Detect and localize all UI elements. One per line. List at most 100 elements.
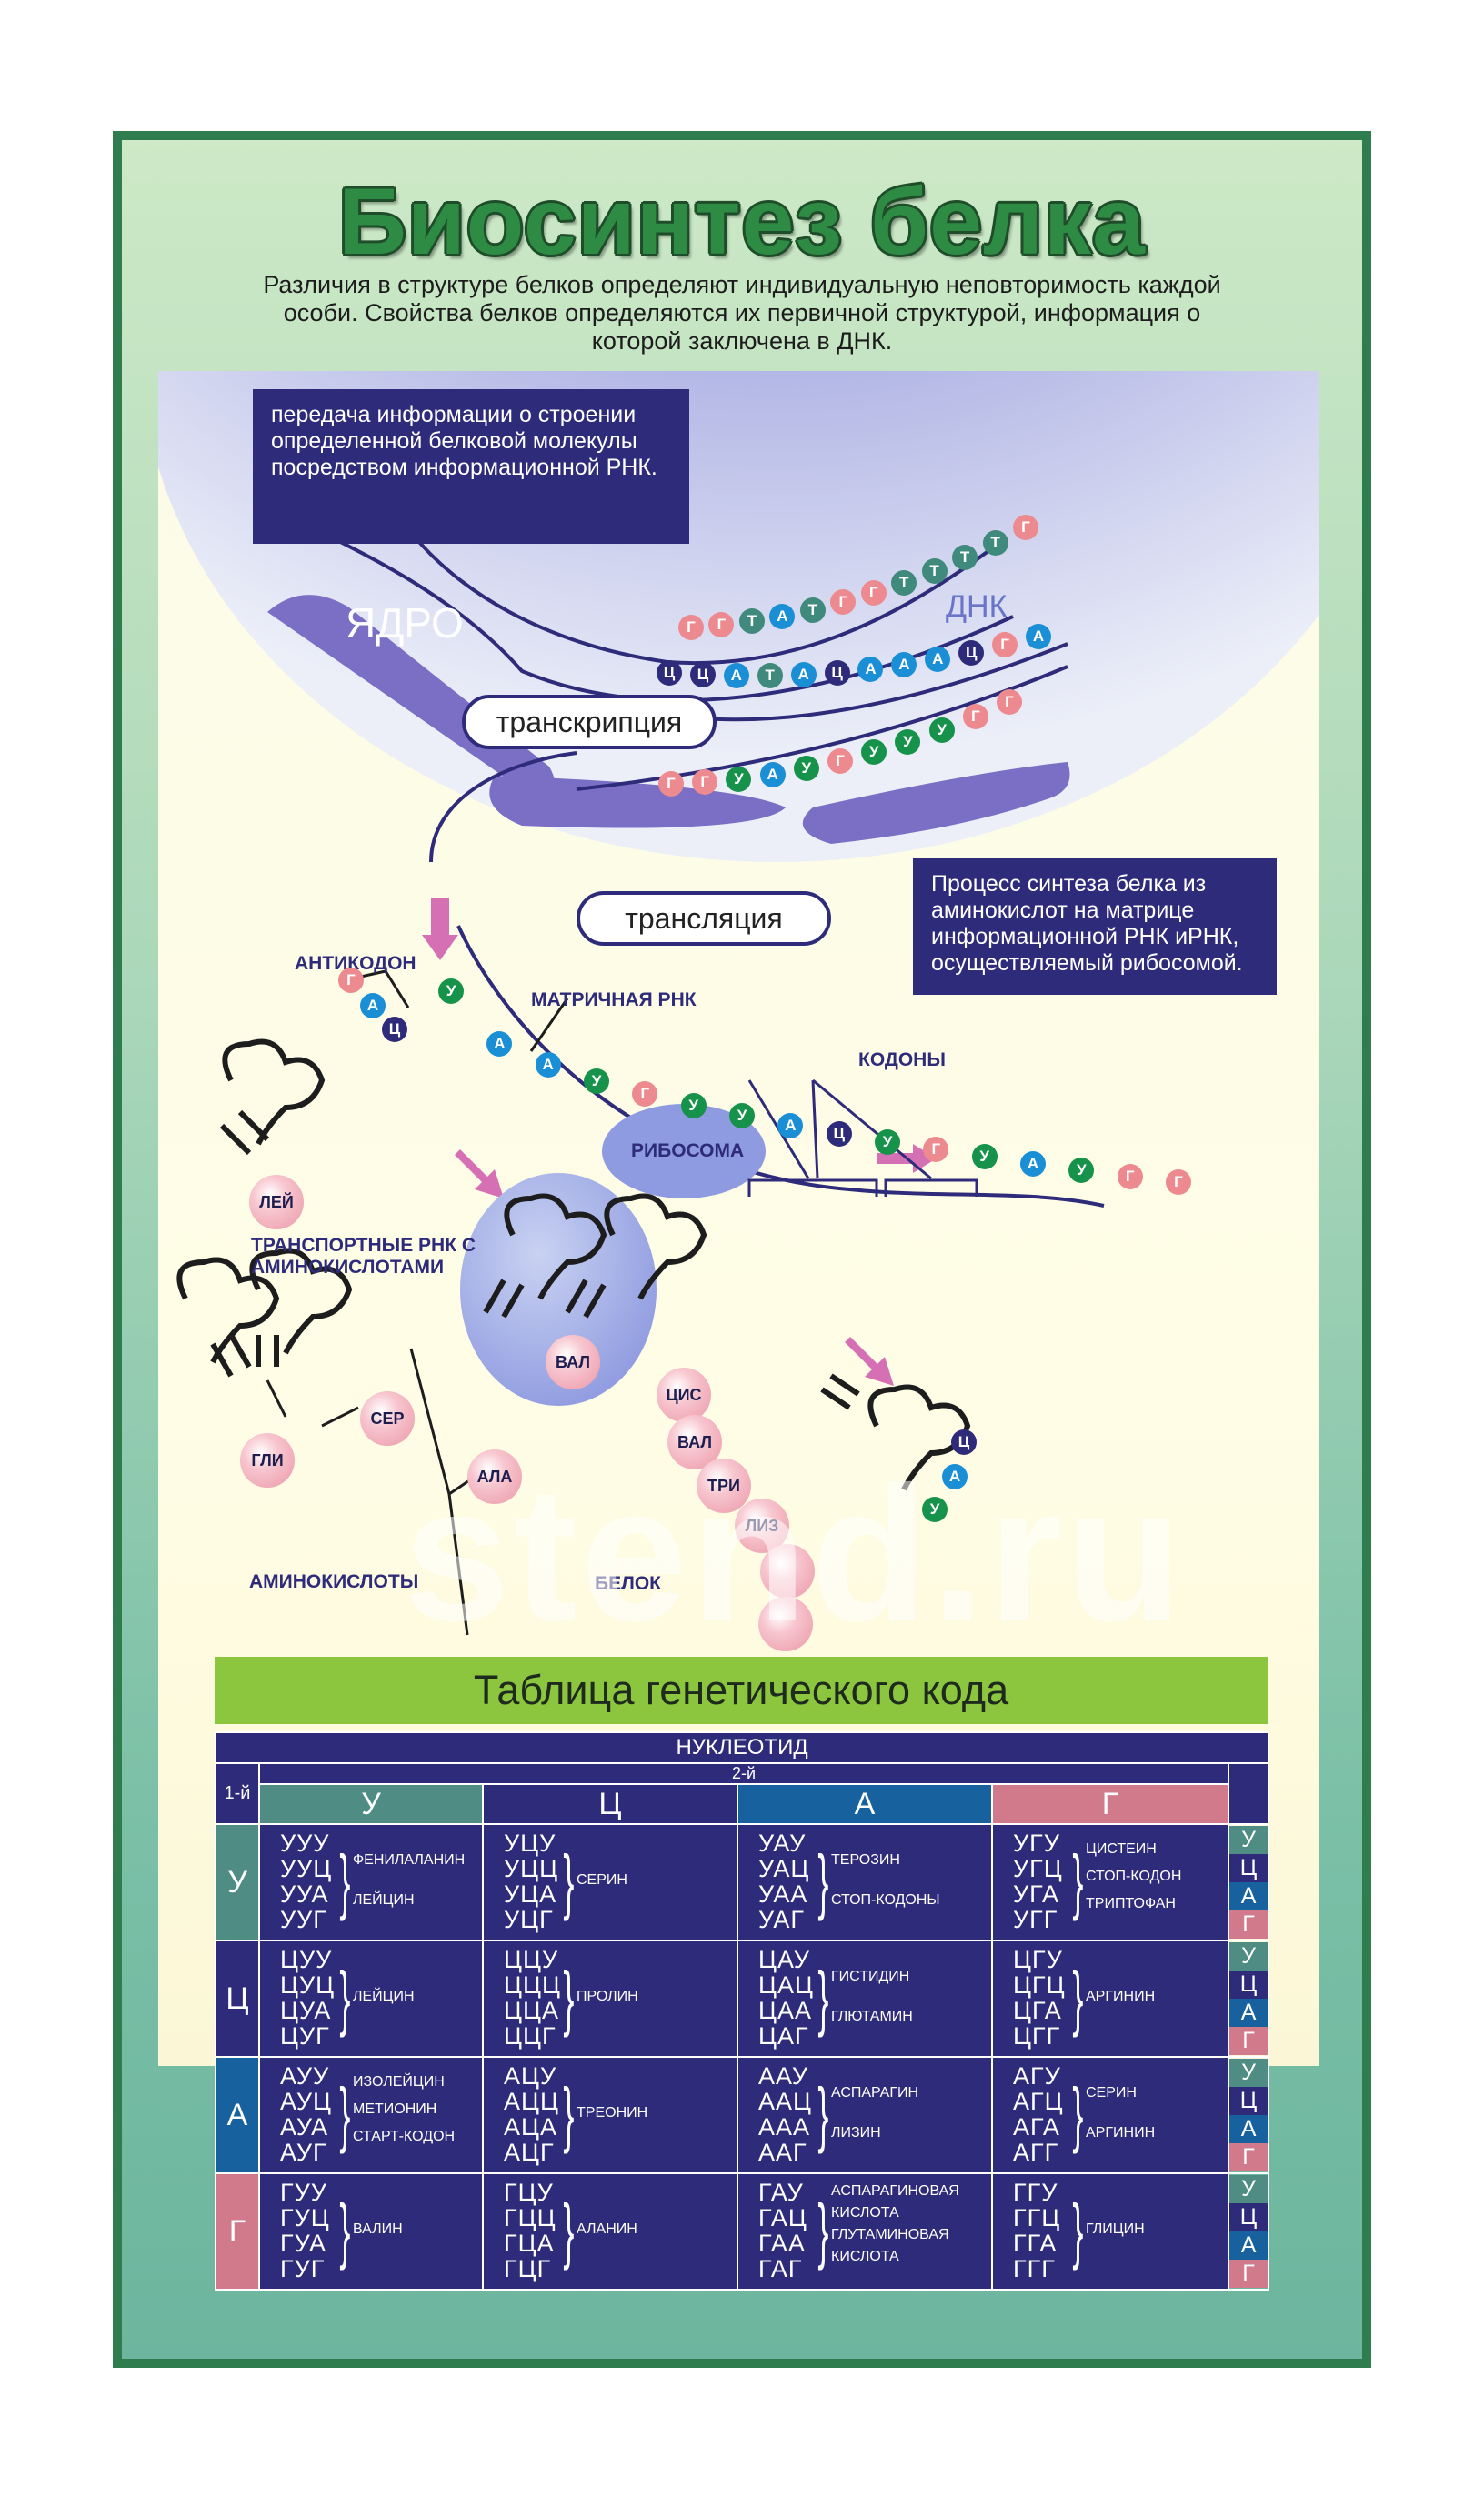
amino-acid-val: ВАЛ — [546, 1335, 600, 1389]
codon: УАУ — [758, 1830, 807, 1857]
codon: ГГА — [1013, 2230, 1058, 2257]
codon: ГУЦ — [280, 2204, 330, 2231]
first-header: 1-й — [215, 1762, 260, 1825]
codon: ГАУ — [758, 2179, 804, 2206]
second-base-g: Г — [991, 1783, 1229, 1825]
page-title: Биосинтез белка — [338, 169, 1146, 275]
rna-nucleotide: У — [895, 728, 921, 755]
ribosome-label: РИБОСОМА — [631, 1140, 745, 1161]
codon: УГГ — [1013, 1906, 1058, 1933]
codon: ААА — [758, 2113, 811, 2141]
trna-cloverleaf — [483, 1193, 607, 1319]
third-base: Ц — [1229, 1854, 1268, 1882]
third-base: У — [1229, 1826, 1268, 1854]
codon: АГГ — [1013, 2139, 1059, 2166]
codon-bracket — [747, 1178, 878, 1197]
third-base: У — [1229, 2175, 1268, 2203]
codon: ГЦЦ — [504, 2204, 556, 2231]
mrna-nucleotide: У — [1068, 1157, 1095, 1183]
amino-acid-name: АСПАРАГИНОВАЯ — [831, 2183, 959, 2199]
anticodon-label: АНТИКОДОН — [295, 953, 416, 974]
third-header — [1227, 1762, 1270, 1825]
brace: } — [563, 1957, 575, 2038]
third-base: А — [1229, 2231, 1268, 2260]
brace: } — [339, 1840, 351, 1921]
mrna-nucleotide: У — [875, 1129, 900, 1156]
protein-label: БЕЛОК — [595, 1573, 661, 1594]
codon: УАА — [758, 1880, 808, 1908]
aa-pointer — [266, 1379, 287, 1418]
mrna-pointer — [529, 998, 569, 1052]
codon: ЦАГ — [758, 2022, 809, 2050]
codon: УЦГ — [504, 1906, 554, 1933]
dna-nucleotide: Ц — [958, 639, 985, 666]
dna-nucleotide: А — [1026, 624, 1051, 649]
codon: ГУУ — [280, 2179, 327, 2206]
translation-label: трансляция — [577, 891, 831, 946]
rna-nucleotide: У — [726, 766, 752, 792]
dna-nucleotide: А — [723, 663, 749, 688]
codon: ААУ — [758, 2062, 808, 2090]
first-base: Ц — [215, 1940, 260, 2058]
amino-acid-ser: СЕР — [360, 1391, 415, 1446]
codon: УУУ — [280, 1830, 330, 1857]
amino-acid-name: АЛАНИН — [577, 2221, 637, 2237]
dna-nucleotide: Т — [738, 608, 765, 635]
dna-nucleotide: А — [891, 652, 917, 678]
brace: } — [339, 2190, 351, 2271]
codon: ГГГ — [1013, 2255, 1056, 2282]
amino-acid-name: ЛЕЙЦИН — [353, 1989, 415, 2004]
rna-nucleotide: Г — [962, 704, 988, 730]
brace: } — [817, 2190, 829, 2271]
trna-nucleotide: Ц — [951, 1429, 977, 1455]
dna-nucleotide: Г — [678, 615, 704, 640]
third-base: Г — [1229, 2260, 1268, 2288]
amino-acid-name: СТОП-КОДОН — [1086, 1869, 1182, 1884]
protein-chain-bead — [758, 1597, 813, 1651]
anticodon-nucleotide: Г — [338, 968, 364, 993]
trna-cloverleaf — [820, 1373, 971, 1491]
protein-chain-item: ЦИС — [657, 1368, 711, 1422]
rna-nucleotide: Г — [827, 748, 853, 774]
codon: УЦА — [504, 1880, 557, 1908]
second-header: 2-й — [258, 1762, 1229, 1785]
codon: ГАГ — [758, 2255, 803, 2282]
dna-nucleotide: Г — [992, 632, 1018, 658]
codon: ЦЦА — [504, 1997, 559, 2024]
mrna-nucleotide: Г — [1166, 1169, 1191, 1195]
dna-nucleotide: А — [790, 661, 817, 687]
codons-label: КОДОНЫ — [858, 1049, 946, 1070]
codon: ААГ — [758, 2139, 807, 2166]
codon: ЦЦУ — [504, 1946, 559, 1973]
mrna-nucleotide: У — [971, 1144, 998, 1170]
dna-nucleotide: Г — [1013, 515, 1038, 540]
second-base-c: Ц — [482, 1783, 738, 1825]
second-base-a: А — [737, 1783, 993, 1825]
anticodon-nucleotide: Ц — [382, 1017, 407, 1042]
codon: АГА — [1013, 2113, 1060, 2141]
codon: УАГ — [758, 1906, 805, 1933]
codon: ГЦГ — [504, 2255, 552, 2282]
watermark: stend.ru — [404, 1447, 1187, 1660]
amino-acid-name: ТЕРОЗИН — [831, 1852, 900, 1868]
mrna-nucleotide: А — [777, 1112, 804, 1138]
amino-acid-name: ВАЛИН — [353, 2221, 403, 2237]
codon: ГЦУ — [504, 2179, 554, 2206]
trna-cloverleaf — [565, 1193, 707, 1319]
